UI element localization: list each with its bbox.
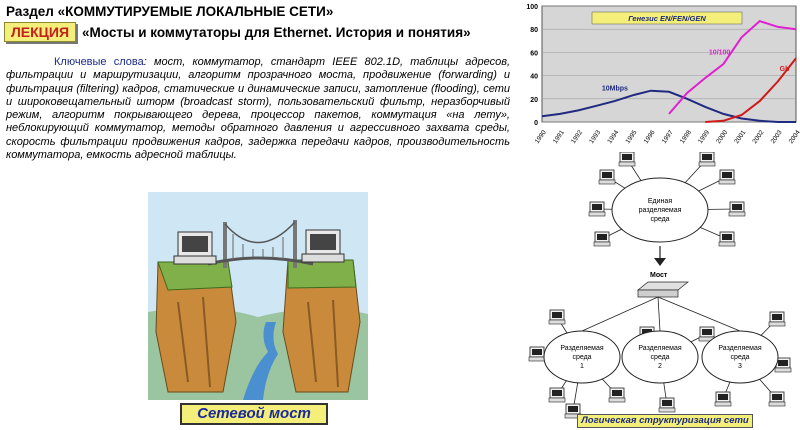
x-tick-label: 2004: [788, 129, 800, 145]
x-tick-label: 2001: [733, 129, 747, 145]
segment-label: Единая: [648, 198, 672, 205]
y-tick-label: 80: [530, 27, 538, 34]
computer-icon: [598, 169, 616, 185]
computer-icon: [588, 201, 606, 217]
x-tick-label: 1991: [552, 129, 566, 145]
genesis-chart: 0 20 40 60 80 100 1990 1991 1992 1993 1994 1995 1996…: [526, 4, 800, 145]
network-bridge-illustration: [148, 192, 368, 400]
segment-label: 1: [580, 363, 584, 370]
computer-icon: [718, 169, 736, 185]
x-tick-label: 2003: [770, 129, 784, 145]
x-tick-label: 1996: [643, 129, 657, 145]
x-tick-label: 1999: [697, 129, 711, 145]
link-line: [581, 296, 659, 332]
x-tick-label: 1993: [588, 129, 602, 145]
x-tick-label: 1992: [570, 129, 584, 145]
x-tick-label: 1994: [606, 129, 620, 145]
segment-ellipse-3: [701, 330, 779, 384]
x-tick-label: 1995: [624, 129, 638, 145]
computer-icon: [768, 311, 786, 327]
x-tick-label: 2000: [715, 129, 729, 145]
series-line-10Mbps: [541, 89, 796, 123]
series-line-Gb: [705, 57, 797, 123]
segment-label: 3: [738, 363, 742, 370]
computer-icon: [728, 201, 746, 217]
computer-icon: [698, 152, 716, 167]
computer-icon: [714, 391, 732, 407]
segment-label: среда: [650, 216, 669, 223]
x-tick-label: 1998: [679, 129, 693, 145]
segment-label: среда: [730, 354, 749, 361]
series-line-10/100: [668, 19, 797, 115]
x-tick-label: 1997: [661, 129, 675, 145]
computer-icon: [768, 391, 786, 407]
shared-medium-ellipse: [611, 177, 709, 243]
computer-icon: [593, 231, 611, 247]
x-tick-label: 1990: [534, 129, 548, 145]
series-label: Gb: [780, 66, 790, 73]
network-diagram: ЕдинаяразделяемаясредаМостРазделяемаясре…: [528, 152, 792, 419]
segment-ellipse-2: [621, 330, 699, 384]
computer-icon: [658, 397, 676, 413]
bridge-device-front: [637, 289, 679, 298]
y-tick-label: 100: [526, 4, 538, 11]
computer-icon-right: [301, 229, 345, 263]
segment-label: среда: [572, 354, 591, 361]
bridge-device: [637, 281, 689, 291]
y-tick-label: 20: [530, 97, 538, 104]
logic-caption: Логическая структуризация сети: [577, 414, 753, 428]
computer-icon: [608, 387, 626, 403]
lecture-title: «Мосты и коммутаторы для Ethernet. Истор…: [82, 25, 471, 40]
y-tick-label: 60: [530, 50, 538, 57]
lecture-badge: ЛЕКЦИЯ: [4, 22, 76, 42]
segment-label: 2: [658, 363, 662, 370]
bridge-label: Мост: [650, 272, 668, 279]
segment-label: Разделяемая: [560, 345, 604, 352]
arrow-head: [654, 258, 666, 266]
segment-label: среда: [650, 354, 669, 361]
series-label: 10/100: [709, 50, 731, 57]
x-tick-label: 2002: [751, 129, 765, 145]
keywords-label: Ключевые слова: [54, 56, 144, 68]
bridge-structure: [207, 220, 314, 268]
computer-icon-left: [173, 231, 217, 265]
y-tick-label: 0: [534, 120, 538, 127]
y-tick-label: 40: [530, 74, 538, 81]
link-line: [657, 296, 661, 332]
computer-icon: [618, 152, 636, 167]
bridge-caption: Сетевой мост: [180, 403, 328, 425]
segment-label: Разделяемая: [718, 345, 762, 352]
chart-title-box: [591, 11, 743, 25]
segment-label: разделяемая: [639, 207, 682, 214]
computer-icon: [548, 387, 566, 403]
computer-icon: [528, 346, 546, 362]
chart-title: Генезис EN/FEN/GEN: [628, 14, 706, 23]
segment-ellipse-1: [543, 330, 621, 384]
keywords-text: : мост, коммутатор, стандарт IEEE 802.1D…: [6, 56, 510, 162]
section-title: Раздел «КОММУТИРУЕМЫЕ ЛОКАЛЬНЫЕ СЕТИ»: [6, 4, 334, 19]
series-label: 10Mbps: [602, 86, 628, 93]
link-line: [657, 296, 741, 332]
keywords-paragraph: Ключевые слова: мост, коммутатор, станда…: [6, 56, 510, 162]
computer-icon: [718, 231, 736, 247]
computer-icon: [548, 309, 566, 325]
segment-label: Разделяемая: [638, 345, 682, 352]
